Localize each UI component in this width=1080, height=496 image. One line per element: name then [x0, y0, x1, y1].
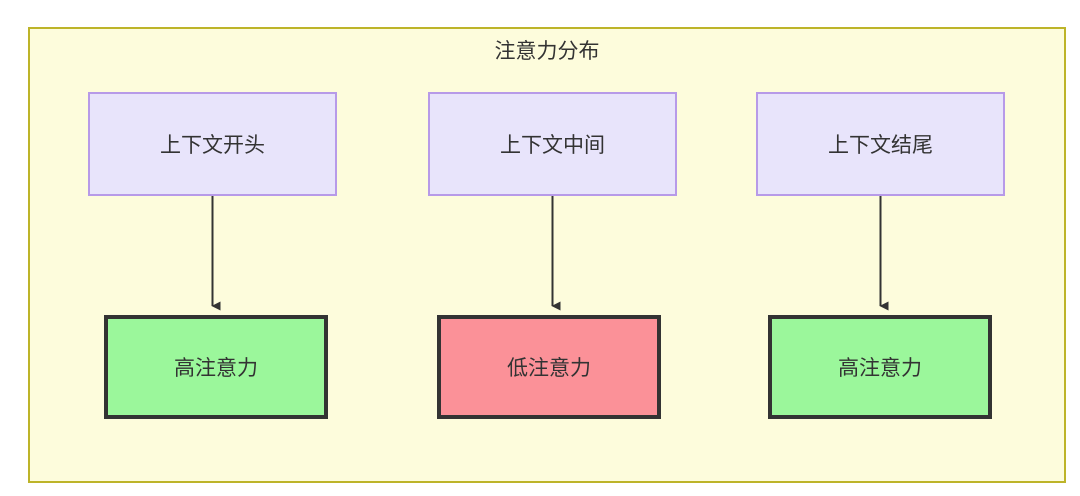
node-attention-end[interactable]: 高注意力 — [768, 315, 992, 419]
node-attention-start[interactable]: 高注意力 — [104, 315, 328, 419]
node-attention-middle[interactable]: 低注意力 — [437, 315, 661, 419]
subgraph-title: 注意力分布 — [494, 40, 600, 63]
node-context-end[interactable]: 上下文结尾 — [756, 92, 1005, 196]
node-context-middle[interactable]: 上下文中间 — [428, 92, 677, 196]
node-context-start[interactable]: 上下文开头 — [88, 92, 337, 196]
